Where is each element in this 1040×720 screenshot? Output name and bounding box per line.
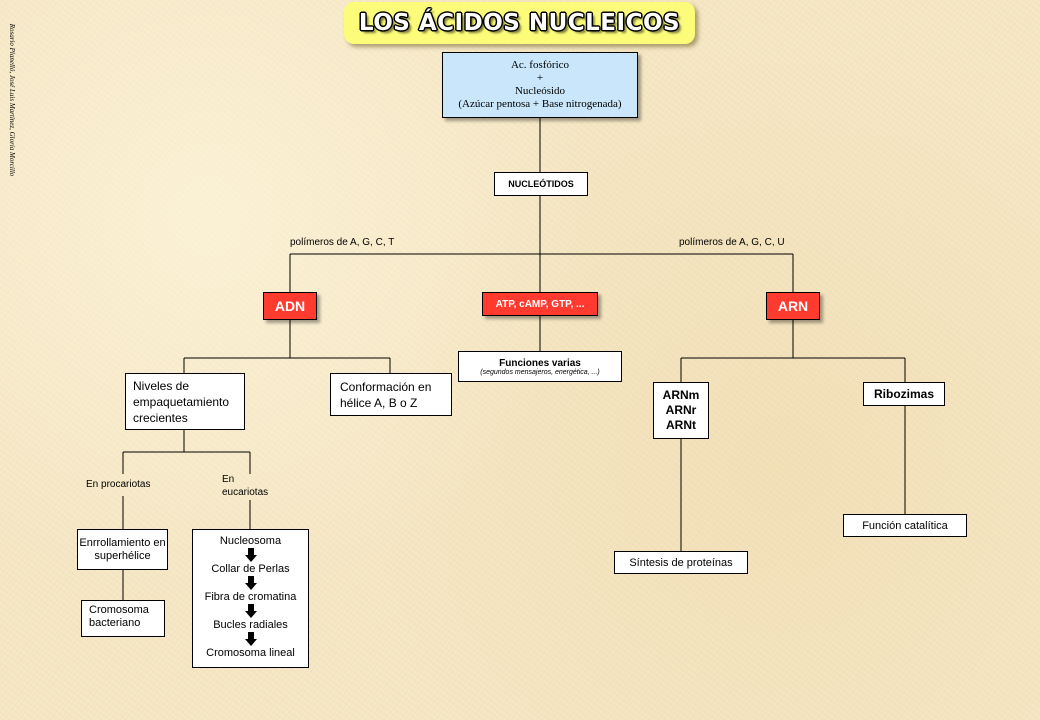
funciones-subtitle: (segundos mensajeros, energética, ...) (480, 368, 600, 376)
adn-label: ADN (274, 298, 306, 314)
ribozimas-label: Ribozimas (873, 387, 934, 401)
sintesis-box: Síntesis de proteínas (614, 551, 748, 574)
down-arrow-icon (244, 632, 257, 646)
arn-type: ARNt (666, 418, 696, 432)
down-arrow-icon (244, 548, 257, 562)
en-procariotas-label: En procariotas (86, 479, 151, 490)
ribozimas-box: Ribozimas (863, 382, 945, 406)
nucleotidos-box: NUCLEÓTIDOS (494, 172, 588, 196)
sintesis-label: Síntesis de proteínas (629, 556, 733, 569)
funciones-title: Funciones varias (499, 357, 581, 369)
arn-label: ARN (777, 298, 809, 314)
author-credit: Rosario Planelló, José Luis Martínez, Gl… (8, 23, 16, 177)
top-box-line2: + (536, 72, 544, 84)
chain-step: Collar de Perlas (211, 563, 290, 575)
funcion-catalitica-label: Función catalítica (862, 519, 948, 532)
chain-step: Nucleosoma (219, 535, 282, 547)
arn-box: ARN (766, 292, 820, 320)
poly-right-label: polímeros de A, G, C, U (679, 237, 785, 248)
poly-left-label: polímeros de A, G, C, T (290, 237, 395, 248)
en-eucariotas-label: En eucariotas (222, 474, 269, 498)
chain-step: Bucles radiales (213, 619, 288, 631)
enrollamiento-label: Enrrollamiento en superhélice (79, 536, 166, 562)
page-title: LOS ÁCIDOS NUCLEICOS (344, 2, 695, 44)
chain-step: Fibra de cromatina (204, 591, 297, 603)
funciones-box: Funciones varias (segundos mensajeros, e… (458, 351, 622, 382)
niveles-label: Niveles de empaquetamiento crecientes (133, 379, 230, 425)
nucleotidos-label: NUCLEÓTIDOS (508, 179, 574, 189)
conformacion-label: Conformación en hélice A, B o Z (340, 380, 432, 410)
atp-box: ATP, cAMP, GTP, ... (482, 292, 598, 316)
cromosoma-bacteriano-box: Cromosoma bacteriano (81, 600, 165, 637)
top-box: Ac. fosfórico + Nucleósido (Azúcar pento… (442, 52, 638, 118)
enrollamiento-box: Enrrollamiento en superhélice (77, 529, 168, 570)
funcion-catalitica-box: Función catalítica (843, 514, 967, 537)
top-box-line1: Ac. fosfórico (510, 59, 570, 71)
eucariotas-chain-box: Nucleosoma Collar de Perlas Fibra de cro… (192, 529, 309, 668)
adn-box: ADN (263, 292, 317, 320)
atp-label: ATP, cAMP, GTP, ... (495, 298, 585, 310)
top-box-line3: Nucleósido (514, 85, 566, 97)
niveles-box: Niveles de empaquetamiento crecientes (125, 373, 245, 430)
conformacion-box: Conformación en hélice A, B o Z (330, 373, 452, 416)
cromosoma-bacteriano-label: Cromosoma bacteriano (89, 604, 149, 629)
arn-type: ARNr (665, 403, 697, 417)
chain-step: Cromosoma lineal (206, 647, 295, 659)
arn-type: ARNm (662, 388, 700, 402)
arn-types-box: ARNm ARNr ARNt (653, 382, 709, 439)
down-arrow-icon (244, 604, 257, 618)
down-arrow-icon (244, 576, 257, 590)
top-box-line4: (Azúcar pentosa + Base nitrogenada) (458, 98, 622, 110)
